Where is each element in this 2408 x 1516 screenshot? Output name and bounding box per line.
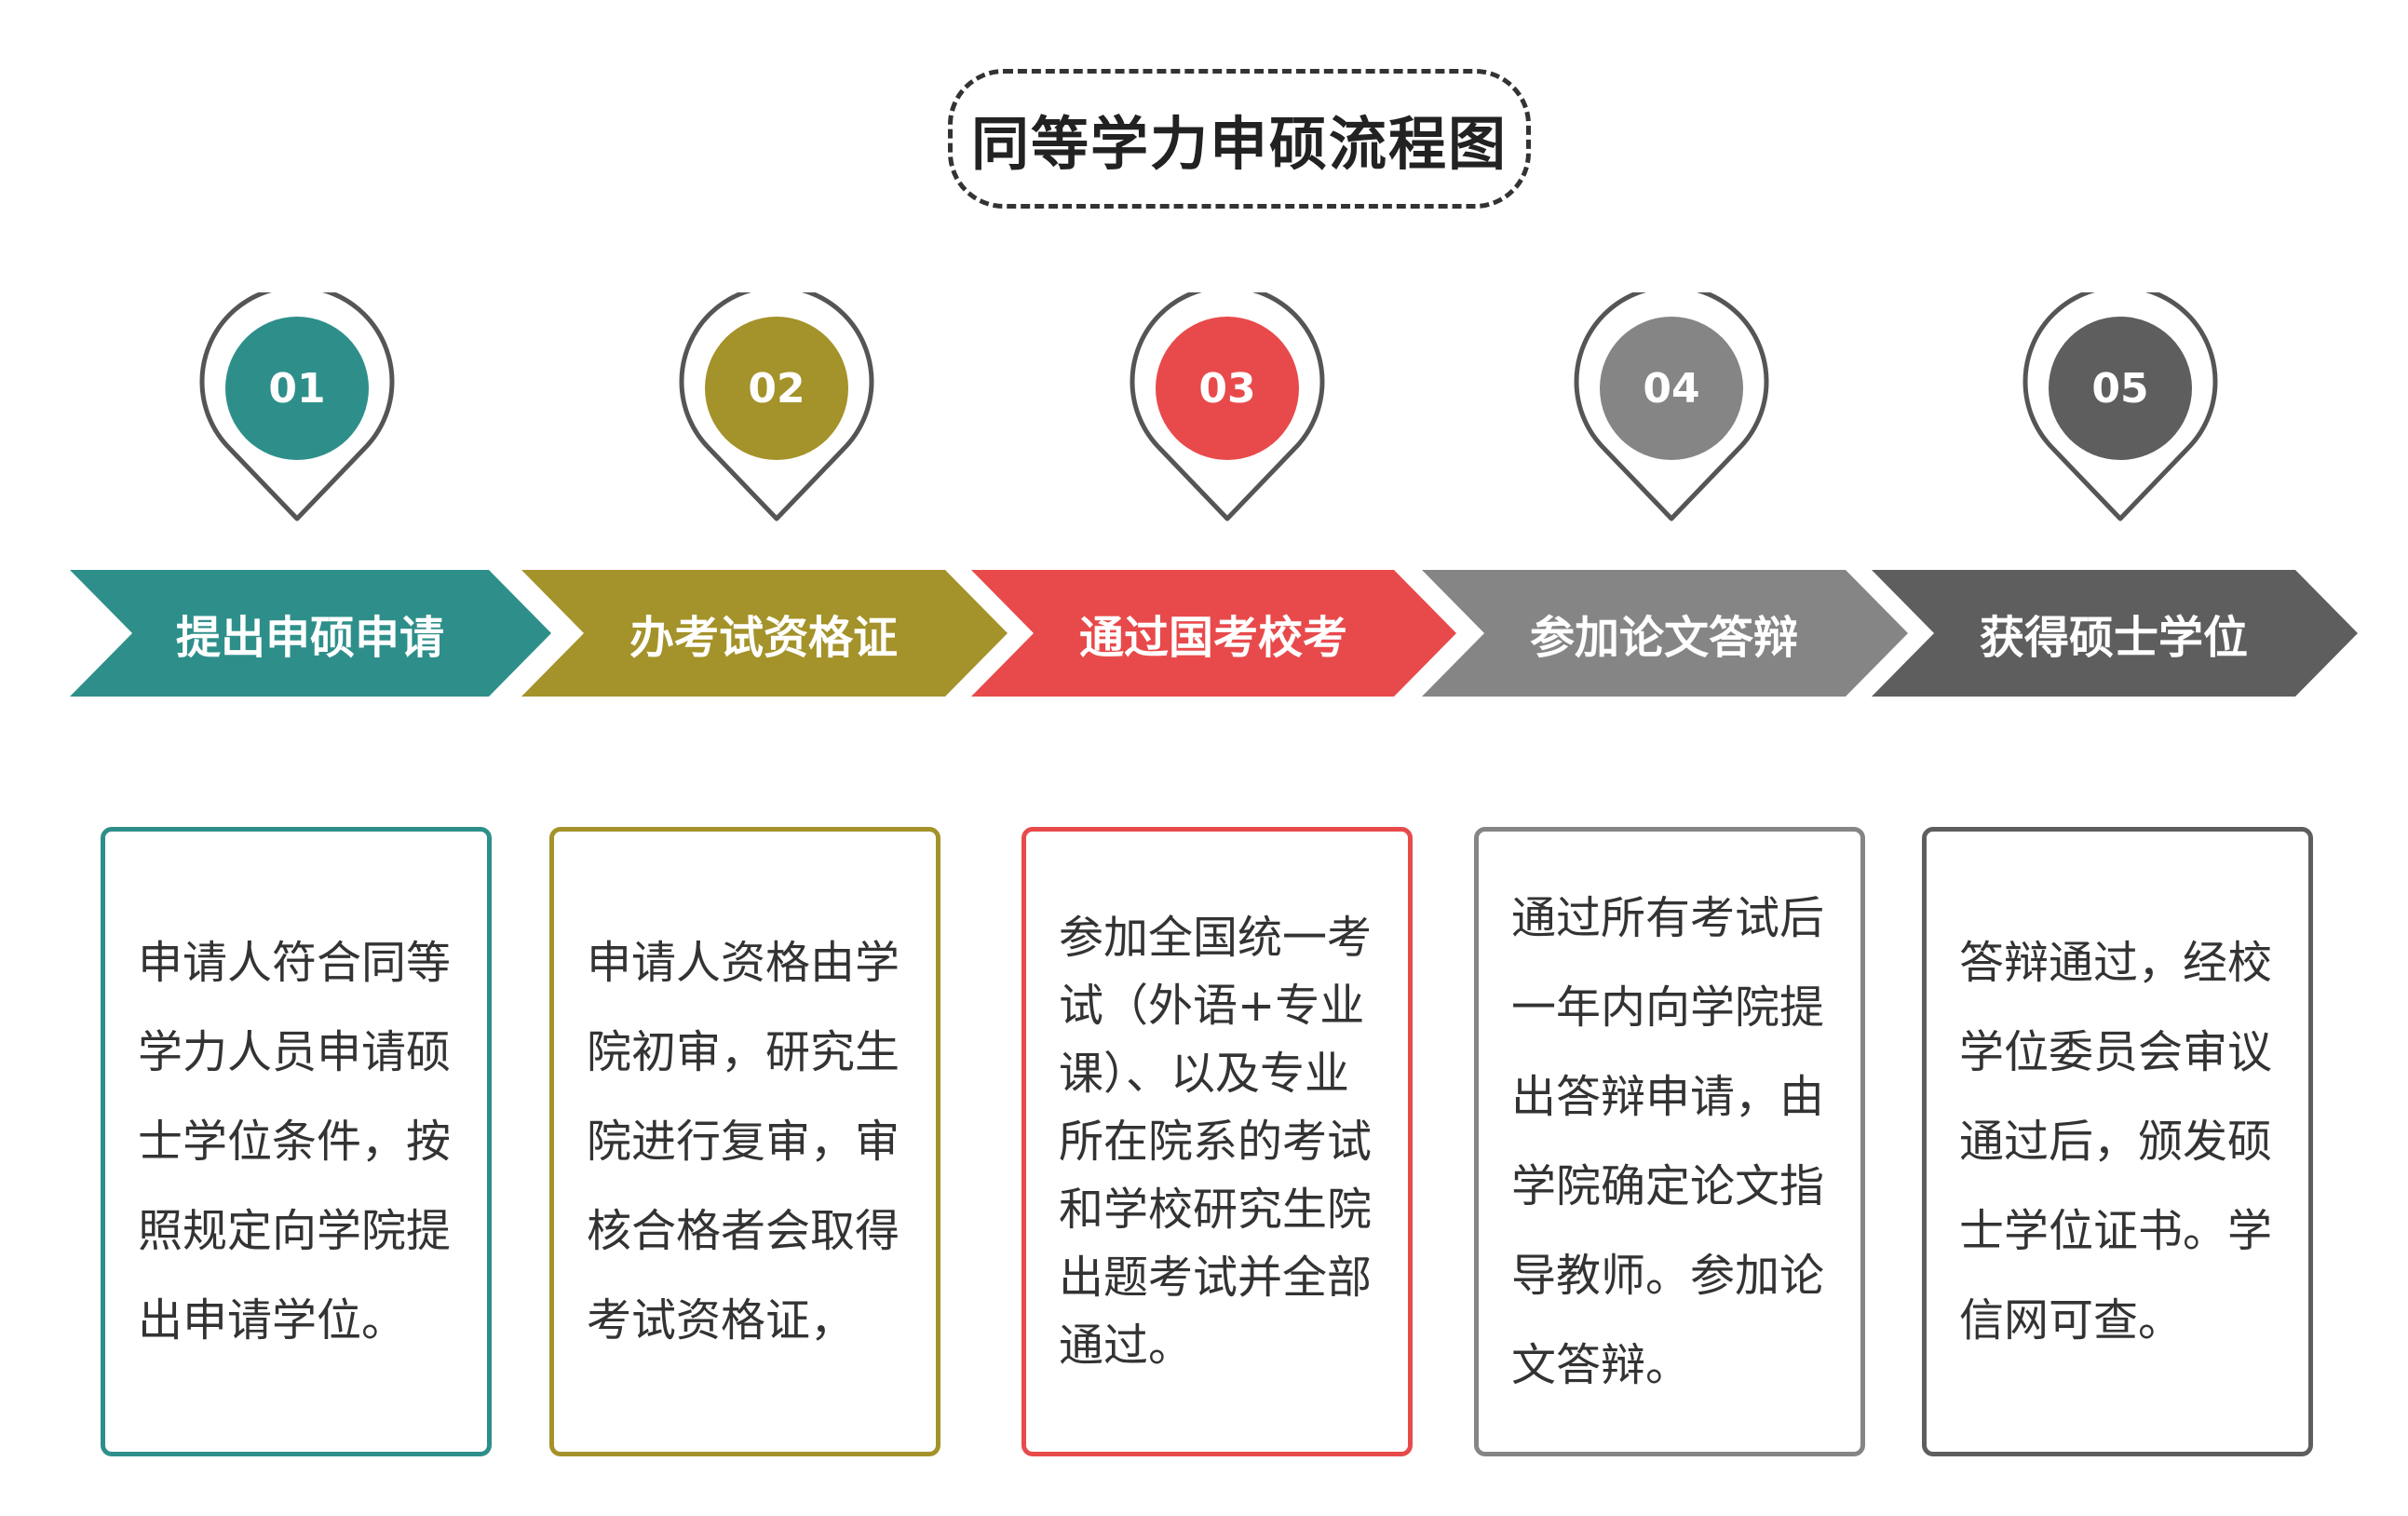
step-card-5: 答辩通过，经校学位委员会审议通过后，颁发硕士学位证书。学信网可查。 <box>1922 827 2313 1456</box>
step-description: 参加全国统一考试（外语+专业课）、以及专业所在院系的考试和学校研究生院出题考试并… <box>1059 911 1373 1372</box>
step-pin-4: 04 <box>1571 292 1772 527</box>
step-description: 申请人符合同等学力人员申请硕士学位条件，按照规定向学院提出申请学位。 <box>138 937 452 1347</box>
step-description: 申请人资格由学院初审，研究生院进行复审，审核合格者会取得考试资格证， <box>587 937 900 1347</box>
title-box: 同等学力申硕流程图 <box>948 69 1531 209</box>
step-number: 04 <box>1643 364 1700 413</box>
diagram-title: 同等学力申硕流程图 <box>970 110 1508 178</box>
step-description: 答辩通过，经校学位委员会审议通过后，颁发硕士学位证书。学信网可查。 <box>1959 937 2273 1347</box>
map-pin-icon <box>1574 292 1769 521</box>
step-number: 03 <box>1198 364 1256 413</box>
map-pin-icon <box>1130 292 1325 521</box>
step-pin-2: 02 <box>676 292 877 527</box>
chevron-arrow-3 <box>971 570 1456 697</box>
step-number: 05 <box>2091 364 2149 413</box>
step-card-3: 参加全国统一考试（外语+专业课）、以及专业所在院系的考试和学校研究生院出题考试并… <box>1021 827 1413 1456</box>
chevron-arrow-1 <box>70 570 551 697</box>
chevron-arrow-5 <box>1872 570 2358 697</box>
step-card-4: 通过所有考试后一年内向学院提出答辩申请，由学院确定论文指导教师。参加论文答辩。 <box>1474 827 1865 1456</box>
stage-label-4: 参加论文答辩 <box>1529 612 1798 664</box>
chevron-arrow-4 <box>1422 570 1908 697</box>
pin-circle <box>225 317 369 460</box>
step-card-2: 申请人资格由学院初审，研究生院进行复审，审核合格者会取得考试资格证， <box>549 827 940 1456</box>
map-pin-icon <box>2022 292 2218 521</box>
chevron-arrow-2 <box>521 570 1008 697</box>
step-number: 02 <box>748 364 805 413</box>
step-description: 通过所有考试后一年内向学院提出答辩申请，由学院确定论文指导教师。参加论文答辩。 <box>1511 892 1825 1391</box>
stage-label-2: 办考试资格证 <box>629 612 898 664</box>
step-pin-3: 03 <box>1127 292 1328 527</box>
map-pin-icon <box>199 292 395 521</box>
stage-label-5: 获得硕士学位 <box>1979 612 2248 664</box>
step-pin-5: 05 <box>2020 292 2221 527</box>
step-pin-1: 01 <box>196 292 398 527</box>
step-card-1: 申请人符合同等学力人员申请硕士学位条件，按照规定向学院提出申请学位。 <box>101 827 492 1456</box>
step-number: 01 <box>268 364 326 413</box>
pin-circle <box>705 317 848 460</box>
pin-circle <box>1156 317 1299 460</box>
pin-circle <box>1600 317 1743 460</box>
pin-circle <box>2049 317 2192 460</box>
stage-label-3: 通过国考校考 <box>1078 612 1347 664</box>
stage-label-1: 提出申硕申请 <box>175 612 444 664</box>
map-pin-icon <box>679 292 874 521</box>
